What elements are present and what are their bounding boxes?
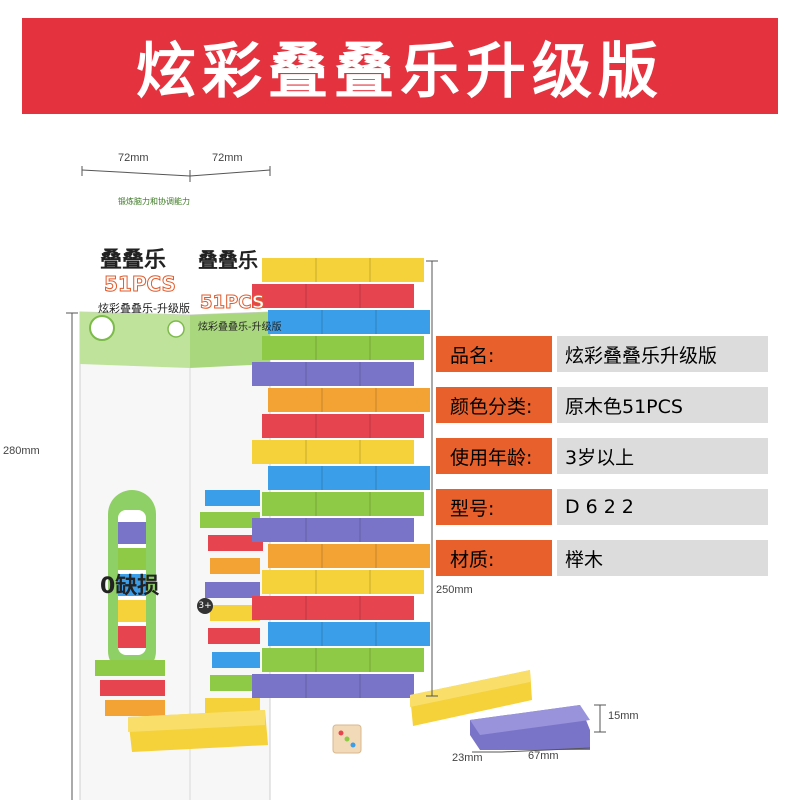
block-thickness-label: 15mm	[608, 710, 639, 722]
tower-row	[252, 674, 414, 698]
block-tower	[252, 258, 430, 698]
tower-row	[262, 258, 424, 282]
tower-row	[268, 466, 430, 490]
tower-row	[268, 310, 430, 334]
tower-row	[268, 622, 430, 646]
box-width-left-label: 72mm	[118, 152, 149, 164]
spec-value: 榉木	[557, 540, 768, 576]
spec-value: 原木色51PCS	[557, 387, 768, 423]
tower-row	[252, 440, 414, 464]
banner-bar: 炫彩叠叠乐升级版	[22, 18, 778, 114]
box-subtitle-side: 炫彩叠叠乐-升级版	[198, 322, 282, 333]
brand-logo-icon	[89, 315, 115, 341]
box-brand-line: 锻炼脑力和协调能力	[118, 197, 190, 206]
banner: 炫彩叠叠乐升级版	[0, 0, 800, 130]
spec-row-model: 型号: D622	[436, 489, 768, 525]
tower-row	[262, 492, 424, 516]
spec-value: 炫彩叠叠乐升级版	[557, 336, 768, 372]
box-brand-en: EDUCATIONAL GAMES	[118, 208, 204, 216]
product-scene: 锻炼脑力和协调能力 EDUCATIONAL GAMES 叠叠乐 51PCS 炫彩…	[0, 130, 800, 800]
age-badge: 3+	[197, 598, 213, 614]
loose-blocks	[128, 670, 590, 752]
spec-table: 品名: 炫彩叠叠乐升级版 颜色分类: 原木色51PCS 使用年龄: 3岁以上 型…	[436, 336, 768, 591]
tower-row	[262, 414, 424, 438]
tower-row	[252, 362, 414, 386]
spec-label: 品名:	[436, 336, 552, 372]
spec-label: 型号:	[436, 489, 552, 525]
spec-value: D622	[557, 489, 768, 525]
spec-row-color: 颜色分类: 原木色51PCS	[436, 387, 768, 423]
banner-title: 炫彩叠叠乐升级版	[136, 36, 664, 107]
dimension-lines	[66, 166, 606, 800]
spec-label: 使用年龄:	[436, 438, 552, 474]
tower-height-label: 250mm	[436, 584, 473, 596]
tower-row	[268, 544, 430, 568]
game-box	[79, 311, 271, 800]
tower-row	[252, 596, 414, 620]
product-illustration	[66, 166, 606, 800]
spec-row-name: 品名: 炫彩叠叠乐升级版	[436, 336, 768, 372]
box-name-side: 叠叠乐	[198, 248, 258, 272]
tower-row	[262, 336, 424, 360]
wooden-die	[332, 724, 362, 754]
box-height-label: 280mm	[3, 445, 40, 457]
block-length-label: 67mm	[528, 750, 559, 762]
block-width-label: 23mm	[452, 752, 483, 764]
box-tagline: 0缺损	[100, 574, 160, 599]
box-subtitle: 炫彩叠叠乐-升级版	[98, 302, 190, 315]
box-pieces: 51PCS	[104, 272, 177, 297]
box-width-right-label: 72mm	[212, 152, 243, 164]
tower-row	[268, 388, 430, 412]
box-name: 叠叠乐	[100, 248, 167, 273]
tower-row	[252, 284, 414, 308]
spec-value: 3岁以上	[557, 438, 768, 474]
spec-label: 材质:	[436, 540, 552, 576]
tower-row	[262, 648, 424, 672]
spec-row-material: 材质: 榉木	[436, 540, 768, 576]
box-pieces-side: 51PCS	[200, 292, 266, 314]
spec-label: 颜色分类:	[436, 387, 552, 423]
tower-row	[262, 570, 424, 594]
spec-row-age: 使用年龄: 3岁以上	[436, 438, 768, 474]
tower-row	[252, 518, 414, 542]
